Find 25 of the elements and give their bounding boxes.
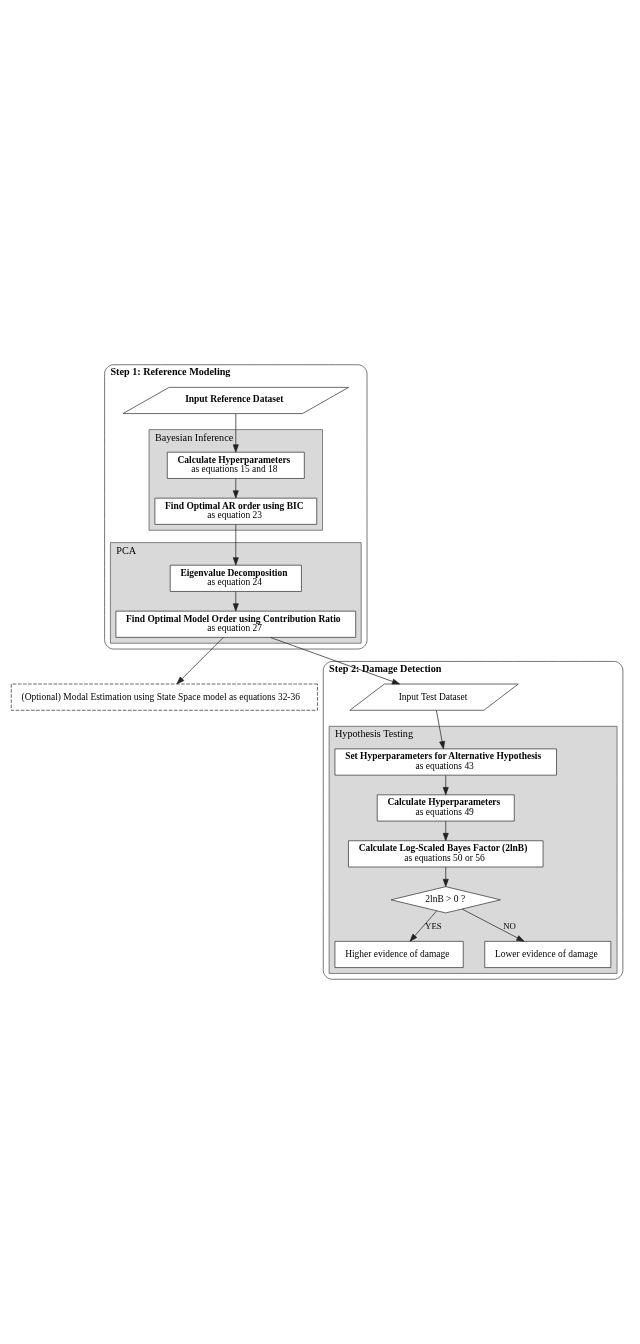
arrow xyxy=(442,775,449,796)
node-diamond: 2lnB > 0 ? xyxy=(390,886,501,914)
arrow xyxy=(442,820,449,841)
arrow xyxy=(232,478,239,499)
node-box: Higher evidence of damage xyxy=(334,941,464,968)
arrow xyxy=(269,637,400,685)
arrow xyxy=(176,637,224,685)
node-box: Calculate Hyperparameters as equations 49 xyxy=(376,794,515,822)
node-box: Find Optimal AR order using BIC as equation 23 xyxy=(154,497,318,525)
arrow xyxy=(461,908,525,942)
arrow xyxy=(436,710,445,750)
node-box: (Optional) Modal Estimation using State Space model as equations 32-36 xyxy=(10,683,318,711)
arrow xyxy=(409,910,438,942)
edge-label: NO xyxy=(503,921,516,932)
node-box: Eigenvalue Decomposition as equation 24 xyxy=(169,564,302,592)
node-box: Calculate Log-Scaled Bayes Factor (2lnB) as equations 50 or 56 xyxy=(348,840,544,868)
arrow xyxy=(232,524,239,566)
arrow xyxy=(232,413,239,453)
node-box: Set Hyperparameters for Alternative Hypothesis as equations 43 xyxy=(334,748,557,776)
arrow xyxy=(232,591,239,612)
node-box: Lower evidence of damage xyxy=(484,941,612,968)
node-box: Calculate Hyperparameters as equations 15 and 18 xyxy=(166,451,305,479)
edge-label: YES xyxy=(425,921,442,932)
arrow xyxy=(442,866,449,887)
node-box: Find Optimal Model Order using Contribution Ratio as equation 27 xyxy=(115,610,357,638)
